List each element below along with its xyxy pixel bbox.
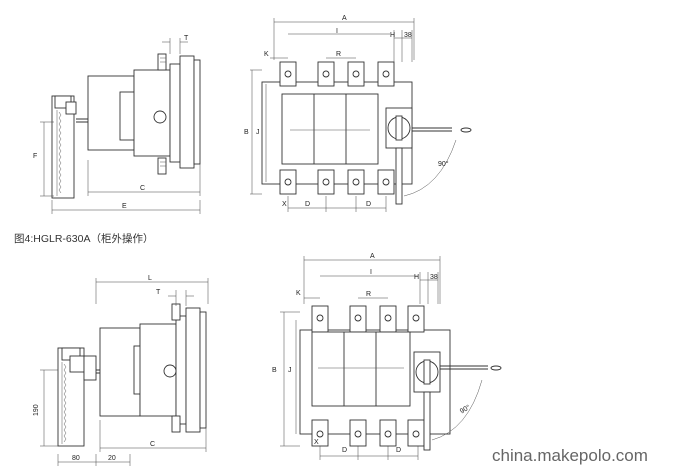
dim-label-38-2: 38 [430, 274, 438, 281]
top-front-view: 90° A I H 38 K R B J X D D [244, 15, 472, 212]
watermark: china.makepolo.com [492, 446, 648, 465]
bottom-front-view: 90° A I H 38 K R B J X D D [272, 253, 502, 460]
dim-label-t: T [184, 35, 189, 42]
dim-label-x2: X [314, 439, 319, 446]
dim-label-r2: R [366, 291, 371, 298]
dim-label-k: K [264, 51, 269, 58]
dim-label-80: 80 [72, 455, 80, 462]
dim-label-d1: D [305, 201, 310, 208]
dim-label-c: C [140, 185, 145, 192]
dim-label-j2: J [288, 367, 292, 374]
dim-label-h: H [390, 32, 395, 39]
dim-label-d2-2: D [396, 447, 401, 454]
angle-label-2: 90° [459, 403, 472, 415]
dim-label-i2: I [370, 269, 372, 276]
dim-label-j: J [256, 129, 260, 136]
dim-label-a2: A [370, 253, 375, 260]
dim-label-c2: C [150, 441, 155, 448]
dim-label-d2: D [366, 201, 371, 208]
bottom-side-view: L T 190 C 80 20 [33, 275, 209, 466]
dim-label-20: 20 [108, 455, 116, 462]
dim-label-38: 38 [404, 32, 412, 39]
dim-label-f: F [33, 153, 37, 160]
dim-label-k2: K [296, 290, 301, 297]
dim-label-e: E [122, 203, 127, 210]
dim-label-h2: H [414, 274, 419, 281]
figure-caption: 图4:HGLR-630A（柜外操作） [14, 232, 153, 245]
dim-label-190: 190 [33, 404, 40, 416]
dim-label-r: R [336, 51, 341, 58]
dim-label-i: I [336, 28, 338, 35]
dim-label-d1-2: D [342, 447, 347, 454]
top-side-view: T F C E [33, 35, 201, 214]
dim-label-b2: B [272, 367, 277, 374]
dim-label-l: L [148, 275, 152, 282]
dim-label-b: B [244, 129, 249, 136]
dim-label-a: A [342, 15, 347, 22]
dim-label-t2: T [156, 289, 161, 296]
angle-label: 90° [438, 160, 449, 168]
dim-label-x: X [282, 201, 287, 208]
